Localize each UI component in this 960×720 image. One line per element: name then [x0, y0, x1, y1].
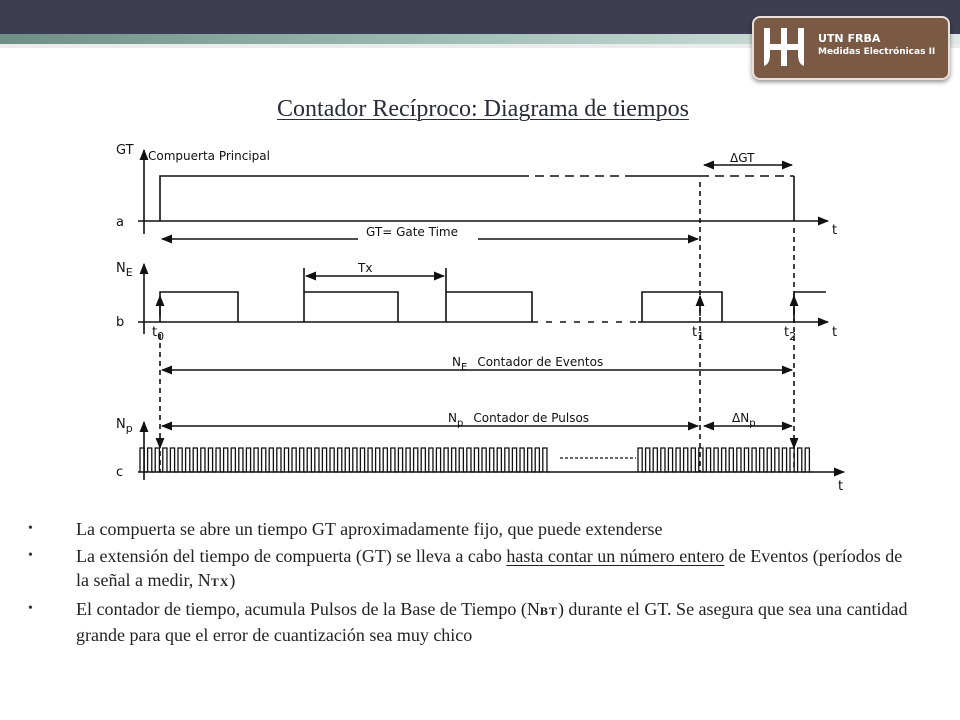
clock-pulse-segment	[637, 447, 813, 473]
bullet-text: La extensión del tiempo de compuerta (GT…	[76, 546, 507, 566]
bullet-text: El contador de tiempo, acumula Pulsos de…	[76, 599, 540, 619]
bullet-dot: •	[28, 521, 33, 536]
axis-b-t-label: t	[832, 325, 837, 340]
clock-pulse-segment	[139, 447, 551, 473]
row-b-label: b	[116, 315, 124, 330]
ne-axis-label: NE	[116, 261, 133, 279]
axis-c-t-label: t	[838, 479, 843, 494]
t1-label: t1	[692, 325, 704, 343]
axis-a-t-label: t	[832, 223, 837, 238]
bullet-text: La compuerta se abre un tiempo GT aproxi…	[76, 519, 663, 539]
bullet-text: )	[229, 570, 236, 590]
utn-logo-icon	[764, 28, 804, 66]
slide-title: Contador Recíproco: Diagrama de tiempos	[277, 96, 689, 122]
t0-label: t0	[152, 325, 164, 343]
gate-time-label-bg	[358, 226, 478, 240]
logo-title: UTN FRBA	[818, 32, 881, 45]
bullet-list: • La compuerta se abre un tiempo GT apro…	[28, 517, 918, 650]
np-axis-label: Np	[116, 417, 133, 435]
bullet-item: • La extensión del tiempo de compuerta (…	[28, 544, 918, 594]
t2-label: t2	[784, 325, 796, 343]
bullet-dot: •	[28, 548, 33, 563]
bullet-subscript: TX	[210, 575, 230, 589]
logo-subtitle: Medidas Electrónicas II	[818, 47, 936, 57]
top-stripe-light	[0, 44, 960, 48]
tx-label: Tx	[357, 261, 372, 275]
bullet-item: • El contador de tiempo, acumula Pulsos …	[28, 597, 918, 647]
bullet-text: ) durante el GT. Se asegura que sea una …	[76, 599, 908, 645]
gt-axis-label: GT	[116, 143, 134, 158]
gate-time-label: GT= Gate Time	[366, 225, 458, 239]
bullet-subscript: BT	[539, 604, 558, 618]
bullet-item: • La compuerta se abre un tiempo GT apro…	[28, 517, 918, 541]
bullet-text: de Eventos (períodos de la señal a medir…	[76, 546, 903, 590]
top-stripe	[0, 34, 960, 44]
clock-pulse-train	[139, 447, 813, 473]
timing-diagram: GT Compuerta Principal a t ΔGT GT= Gate …	[116, 143, 846, 494]
delta-np-label: ΔNp	[732, 411, 756, 429]
gate-signal-high	[159, 175, 520, 221]
row-a-label: a	[116, 215, 124, 230]
bullet-dot: •	[28, 601, 33, 616]
utn-logo-badge: UTN FRBA Medidas Electrónicas II	[752, 16, 950, 80]
bullet-underlined-text: hasta contar un número entero	[506, 546, 725, 566]
delta-gt-label: ΔGT	[730, 151, 755, 165]
event-pulses	[159, 291, 826, 322]
gt-name-label: Compuerta Principal	[148, 149, 270, 163]
row-c-label: c	[116, 465, 123, 480]
